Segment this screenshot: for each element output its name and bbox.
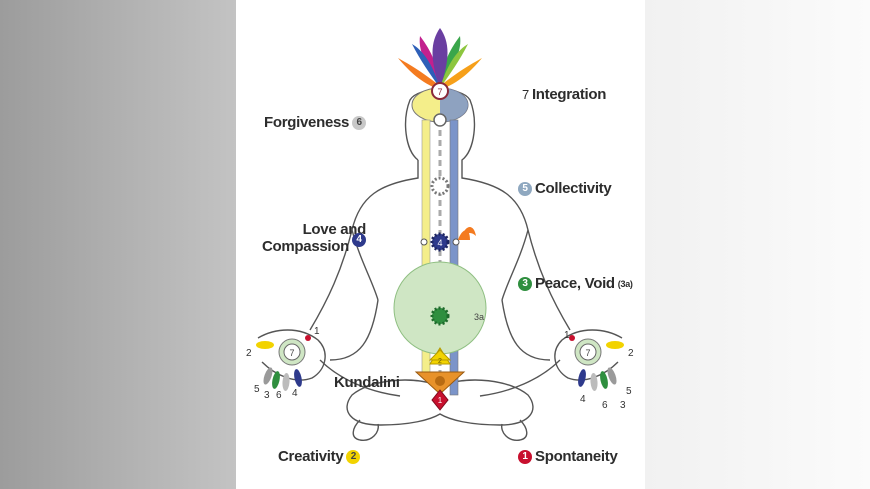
left-finger-2 [256, 341, 274, 349]
right-finger-1 [569, 335, 575, 341]
collectivity-number-badge: 5 [518, 181, 532, 196]
right-finger-4-number: 4 [580, 394, 586, 405]
forgiveness-label: Forgiveness 6 [264, 114, 367, 131]
left-finger-1-number: 1 [314, 326, 320, 337]
right-finger-4 [578, 369, 586, 387]
chakra-4-icon [430, 232, 450, 252]
right-finger-6 [590, 373, 598, 391]
kundalini-coil-icon [435, 376, 445, 386]
left-finger-3-number: 3 [264, 390, 270, 401]
peace-extra: (3a) [617, 278, 633, 289]
left-finger-4 [294, 369, 302, 387]
right-palm-inner [579, 343, 597, 361]
right-channel [449, 119, 459, 396]
creativity-number-badge: 2 [346, 449, 361, 464]
chakra-7-icon [431, 82, 449, 100]
spontaneity-number-badge: 1 [518, 449, 532, 464]
spontaneity-text: Spontaneity [535, 448, 618, 465]
left-finger-2-number: 2 [246, 348, 252, 359]
love-number-badge: 4 [352, 232, 367, 247]
love-line2-row: Compassion 4 [262, 232, 367, 255]
left-finger-6-number: 6 [276, 390, 282, 401]
chakra-7-number: 7 [437, 87, 442, 97]
flame-icon [458, 227, 476, 240]
right-light-band [645, 0, 870, 489]
left-finger-1 [305, 335, 311, 341]
left-palm-inner [283, 343, 301, 361]
left-palm-number: 7 [289, 348, 294, 358]
right-finger-6-number: 6 [602, 400, 608, 411]
right-finger-1-number: 1 [564, 330, 570, 341]
love-line2: Compassion [262, 238, 350, 255]
left-gray-band [0, 0, 236, 489]
right-finger-2-number: 2 [628, 348, 634, 359]
chakra-5-icon [430, 176, 450, 196]
collectivity-label: 5 Collectivity [518, 180, 612, 197]
right-finger-3 [600, 371, 608, 389]
chakra-4-left-dot [420, 238, 428, 246]
forgiveness-number-badge: 6 [352, 115, 367, 130]
forgiveness-text: Forgiveness [264, 114, 350, 131]
collectivity-text: Collectivity [535, 180, 612, 197]
love-compassion-label: Love and Compassion 4 [262, 221, 366, 255]
integration-text: Integration [531, 86, 607, 103]
peace-number-badge: 3 [518, 276, 532, 291]
chakra-4-number: 4 [437, 238, 442, 248]
right-finger-5-number: 5 [626, 386, 632, 397]
left-finger-3 [272, 371, 280, 389]
left-finger-4-number: 4 [292, 388, 298, 399]
right-finger-5 [607, 367, 617, 385]
kundalini-label: Kundalini [334, 374, 400, 391]
left-finger-5-number: 5 [254, 384, 260, 395]
chakra-3-icon [430, 306, 450, 326]
lotus-crown-icon [398, 28, 482, 90]
love-line1: Love and [302, 221, 367, 238]
chakra-2-icon-upper [428, 349, 452, 361]
integration-label: 7 Integration [522, 86, 606, 103]
right-finger-3-number: 3 [620, 400, 626, 411]
spontaneity-label: 1 Spontaneity [518, 448, 618, 465]
left-finger-6 [282, 373, 290, 391]
chakra-1-icon [431, 389, 449, 411]
chakra-2-number: 2 [438, 358, 442, 365]
chakra-4-right-dot [452, 238, 460, 246]
left-finger-5 [263, 367, 273, 385]
body-illustration: 7 4 2 1 3a 7 1 2 5 3 6 4 7 1 2 5 3 6 4 [246, 28, 634, 441]
kundalini-text: Kundalini [334, 374, 400, 391]
right-finger-2 [606, 341, 624, 349]
peace-text: Peace, Void [535, 275, 615, 292]
right-palm-number: 7 [585, 348, 590, 358]
chakra-1-number: 1 [438, 396, 443, 405]
creativity-text: Creativity [278, 448, 344, 465]
integration-number: 7 [522, 87, 529, 102]
creativity-label: Creativity 2 [278, 448, 361, 465]
chakra-diagram: 7 4 2 1 3a 7 1 2 5 3 6 4 7 1 2 5 3 6 4 [236, 0, 645, 489]
chakra-6-icon [433, 113, 447, 127]
void-3a-label: 3a [474, 312, 484, 322]
peace-void-label: 3 Peace, Void (3a) [518, 275, 633, 292]
